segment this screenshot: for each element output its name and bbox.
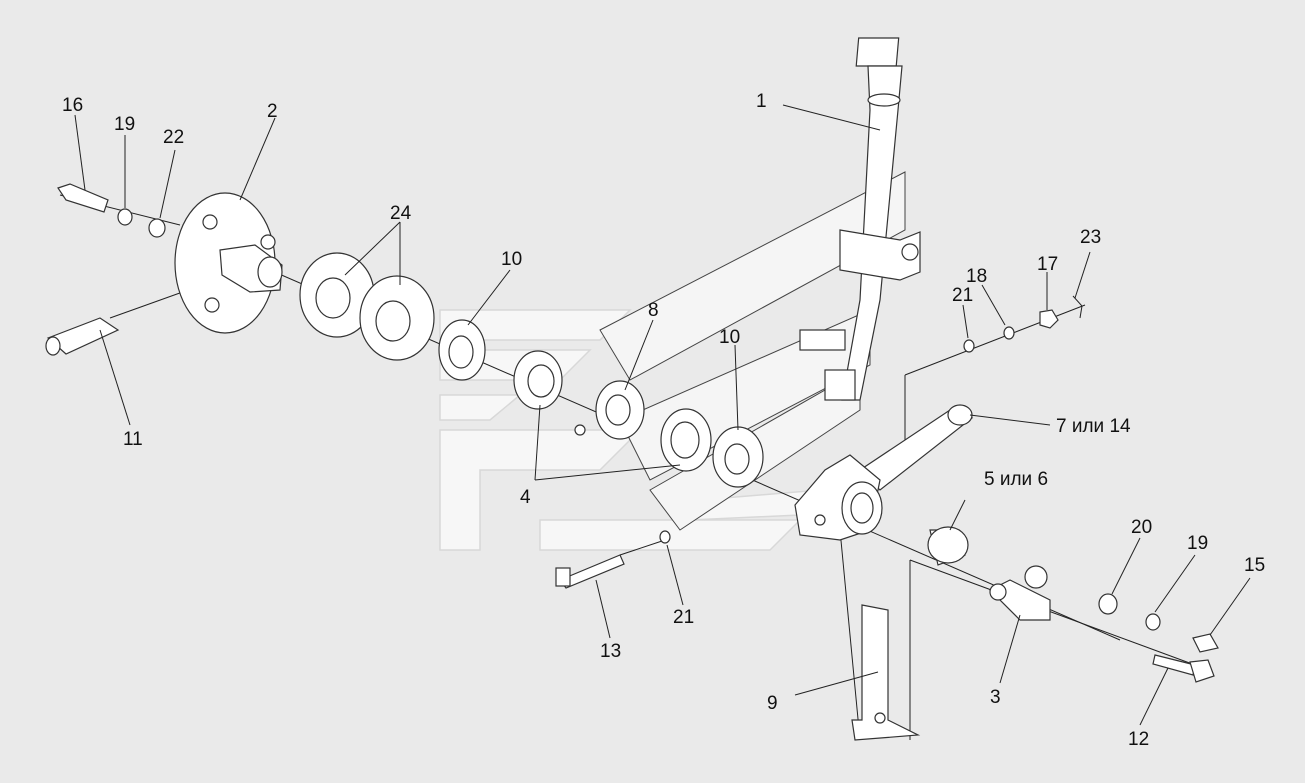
part-15-bolt [1192, 633, 1219, 653]
leader-lines [74, 104, 1251, 726]
part-4-washers [513, 350, 712, 472]
part-3-bracket [988, 565, 1051, 621]
part-2-flange [174, 192, 283, 334]
callout-18: 18 [966, 266, 987, 287]
callout-8: 8 [648, 300, 659, 321]
part-11-pin [45, 317, 120, 356]
part-22-washer [148, 218, 166, 238]
callout-2: 2 [267, 101, 278, 122]
callout-21-lower: 21 [673, 607, 694, 628]
callout-17: 17 [1037, 254, 1058, 275]
part-5-or-6-bushing [927, 526, 969, 566]
callout-24: 24 [390, 203, 412, 224]
callout-12: 12 [1128, 729, 1149, 750]
callout-4: 4 [520, 487, 531, 508]
callout-15: 15 [1244, 555, 1265, 576]
callout-21-upper: 21 [952, 285, 973, 306]
part-16-bolt [57, 183, 109, 213]
callout-11: 11 [123, 429, 143, 450]
part-12-bolt [1152, 654, 1215, 683]
part-1-lever [799, 37, 921, 401]
callout-22: 22 [163, 127, 184, 148]
part-21-washer-lower [659, 530, 671, 544]
callout-9: 9 [767, 693, 778, 714]
part-17-nut [1039, 309, 1059, 329]
callout-10-left: 10 [501, 249, 522, 270]
callout-10-right: 10 [719, 327, 740, 348]
callout-19-right: 19 [1187, 533, 1208, 554]
callout-7-or-14: 7 или 14 [1056, 416, 1131, 437]
part-24-shims [299, 252, 435, 361]
callout-1: 1 [756, 91, 767, 112]
callout-16: 16 [62, 95, 83, 116]
part-10-washer-right [712, 426, 764, 488]
callout-20: 20 [1131, 517, 1152, 538]
part-18-washer [1003, 326, 1015, 340]
callout-5-or-6: 5 или 6 [984, 469, 1048, 490]
part-23-cotter-pin [1072, 295, 1083, 319]
callout-19-left: 19 [114, 114, 135, 135]
part-13-bolt [555, 554, 625, 589]
callout-13: 13 [600, 641, 621, 662]
part-20-washer [1098, 593, 1118, 615]
callout-labels: 1 2 3 4 5 или 6 7 или 14 8 9 10 10 11 12… [62, 91, 1265, 750]
part-8-washer [574, 380, 645, 440]
part-19-washer [117, 208, 133, 226]
part-21-washer-upper [963, 339, 975, 353]
part-19-washer-right [1145, 613, 1161, 631]
part-10-washer-left [438, 319, 486, 381]
part-9-plate [851, 604, 921, 741]
callout-23: 23 [1080, 227, 1101, 248]
lever-housing [794, 454, 883, 541]
callout-3: 3 [990, 687, 1001, 708]
